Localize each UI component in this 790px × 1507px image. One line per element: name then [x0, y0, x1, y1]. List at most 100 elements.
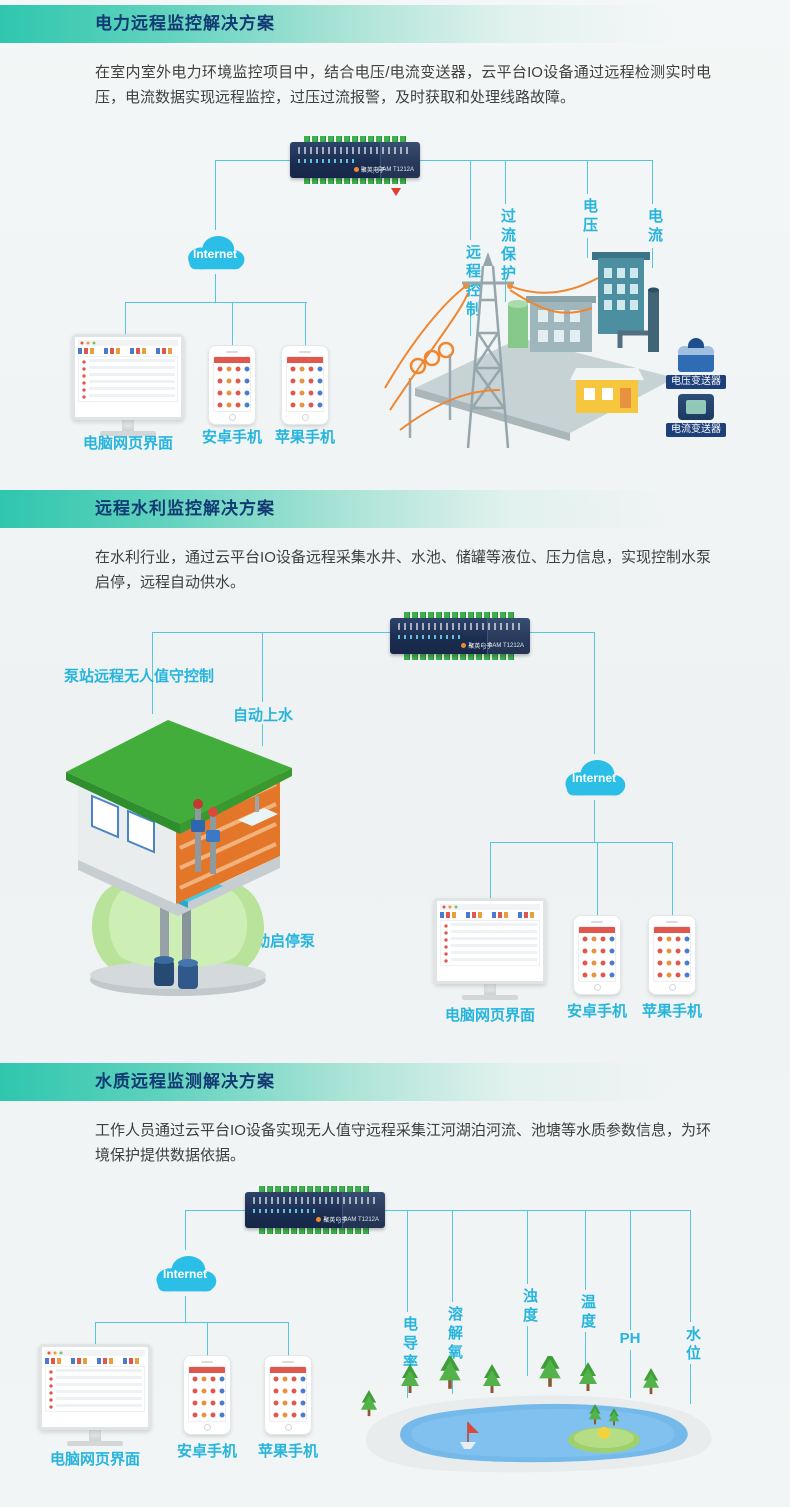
device-terminal-blocks: [259, 1228, 371, 1234]
connector-line: [305, 302, 306, 346]
monitor-base: [100, 431, 156, 436]
connector-line: [407, 1210, 408, 1312]
label-overcurrent-protection: 过流保护: [499, 208, 516, 284]
device-terminal-blocks: [404, 612, 516, 618]
internet-cloud: Internet: [183, 230, 247, 274]
label-ph: PH: [619, 1330, 641, 1347]
label-turbidity: 浊度: [521, 1288, 538, 1326]
monitor-content: [78, 356, 178, 402]
connector-line: [215, 160, 216, 230]
power-station-illustration: [380, 238, 680, 473]
connector-line: [527, 1210, 528, 1284]
device-brand: 聚英电子: [461, 641, 492, 650]
terminal-label-pc: 电脑网页界面: [82, 435, 173, 452]
connector-line: [95, 1322, 96, 1344]
device-terminal-blocks: [404, 654, 516, 660]
terminal-label-android: 安卓手机: [201, 429, 262, 446]
callout-auto-water-fill: 自动上水: [233, 707, 294, 724]
cloud-io-device-illustration: 聚英电子 DAM T1212A: [245, 1186, 385, 1234]
android-phone-illustration: [184, 1356, 230, 1434]
phone-speaker: [282, 1361, 294, 1363]
connector-line: [690, 1364, 691, 1404]
phone-speaker: [226, 351, 238, 353]
phone-screen: [269, 1366, 307, 1422]
section-header-power: 电力远程监控解决方案: [0, 5, 790, 43]
connector-line: [630, 1210, 631, 1330]
phone-speaker: [591, 921, 603, 923]
connector-line: [690, 1210, 691, 1322]
phone-home-button: [593, 984, 601, 991]
connector-line: [95, 1322, 288, 1323]
section-title: 电力远程监控解决方案: [95, 14, 275, 33]
connector-line: [125, 302, 307, 303]
connector-line: [385, 1210, 690, 1211]
device-terminal-blocks: [304, 178, 406, 184]
connector-line: [125, 302, 126, 334]
connector-line: [527, 1326, 528, 1376]
device-terminal-blocks: [259, 1186, 371, 1192]
connector-line: [470, 160, 471, 240]
connector-line: [185, 1210, 186, 1250]
cloud-io-device-illustration: 聚英电子 DAM T1212A: [290, 136, 420, 184]
section-title: 远程水利监控解决方案: [95, 499, 275, 518]
monitor-base: [67, 1441, 123, 1446]
brand-logo-icon: [353, 167, 359, 172]
phone-speaker: [201, 1361, 213, 1363]
label-current: 电流: [646, 208, 663, 246]
monitor-stand: [122, 420, 134, 431]
cloud-io-device-illustration: 聚英电子 DAM T1212A: [390, 612, 530, 660]
desktop-monitor-illustration: [72, 334, 184, 436]
connector-line: [152, 632, 153, 714]
current-transmitter-label: 电流变送器: [666, 423, 726, 437]
connector-line: [420, 160, 652, 161]
label-dissolved-oxygen: 溶解氧: [446, 1306, 463, 1363]
phone-home-button: [284, 1424, 292, 1431]
phone-speaker: [666, 921, 678, 923]
device-body: 聚英电子 DAM T1212A: [390, 618, 530, 654]
voltage-transmitter-illustration: [678, 338, 714, 372]
connector-line: [587, 160, 588, 194]
monitor-content: [440, 920, 540, 966]
connector-line: [207, 1322, 208, 1356]
monitor-titlebar: [440, 904, 540, 910]
monitor-toolbar: [78, 348, 178, 354]
terminal-label-android: 安卓手机: [176, 1443, 237, 1460]
internet-label: Internet: [162, 1267, 207, 1282]
phone-speaker: [299, 351, 311, 353]
phone-screen: [213, 356, 251, 412]
connector-line: [505, 160, 506, 204]
connector-line: [530, 632, 594, 633]
terminal-label-iphone: 苹果手机: [257, 1443, 318, 1460]
device-leds: [253, 1209, 316, 1213]
monitor-stand: [89, 1430, 101, 1441]
desktop-monitor-illustration: [39, 1344, 151, 1446]
phone-screen: [578, 926, 616, 982]
monitor-stand: [484, 984, 496, 995]
alarm-arrow-icon: [391, 188, 401, 196]
connector-line: [452, 1210, 453, 1302]
connector-line: [652, 248, 653, 268]
phone-home-button: [301, 414, 309, 421]
monitor-screen: [72, 334, 184, 420]
callout-unmanned-pump-control: 泵站远程无人值守控制: [64, 668, 215, 685]
phone-screen: [286, 356, 324, 412]
device-ports: [253, 1197, 377, 1204]
monitor-titlebar: [78, 340, 178, 346]
connector-line: [152, 632, 390, 633]
connector-line: [597, 842, 598, 916]
phone-home-button: [228, 414, 236, 421]
monitor-base: [462, 995, 518, 1000]
label-water-level: 水位: [684, 1326, 701, 1364]
connector-line: [585, 1210, 586, 1290]
android-phone-illustration: [209, 346, 255, 424]
monitor-toolbar: [45, 1358, 145, 1364]
connector-line: [490, 842, 491, 898]
section-header-quality: 水质远程监测解决方案: [0, 1063, 790, 1101]
section-description: 在水利行业，通过云平台IO设备远程采集水井、水池、储罐等液位、压力信息，实现控制…: [95, 549, 711, 591]
label-temperature: 温度: [579, 1294, 596, 1332]
device-brand: 聚英电子: [316, 1215, 347, 1224]
iphone-illustration: [282, 346, 328, 424]
connector-line: [652, 160, 653, 204]
section-header-water: 远程水利监控解决方案: [0, 490, 790, 528]
section-description: 工作人员通过云平台IO设备实现无人值守远程采集江河湖泊河流、池塘等水质参数信息，…: [95, 1122, 711, 1164]
